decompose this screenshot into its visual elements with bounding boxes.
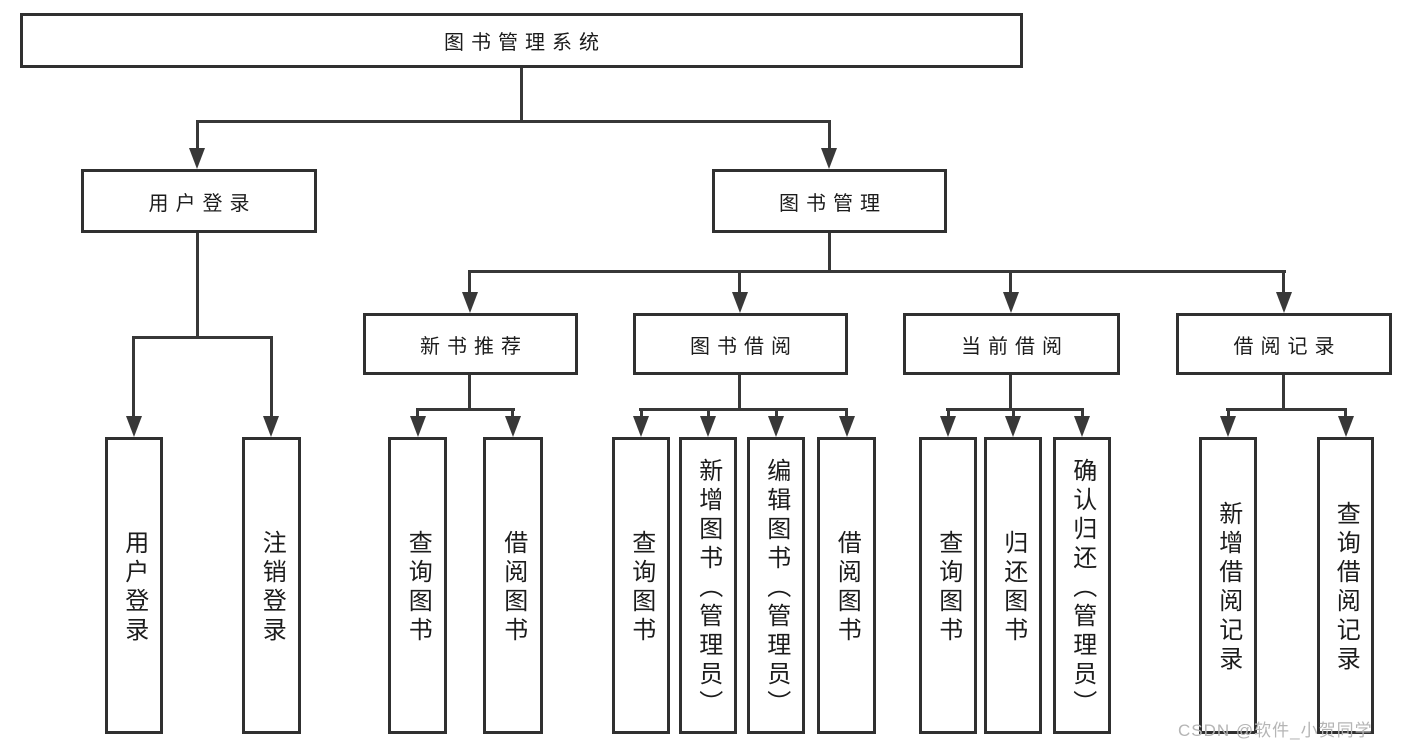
connector-drop-borrow-record [1282,270,1285,294]
node-book-borrow-label: 图书借阅 [690,335,798,358]
connector-borrow-record-branch [1226,408,1347,411]
connector-drop-new-book-rec [468,270,471,294]
arrowhead-cb-return [1005,416,1021,437]
connector-drop-leaf-user-login [132,336,135,418]
leaf-cb-query-book: 查询图书 [919,437,977,734]
arrowhead-book-borrow [732,292,748,313]
connector-level2-branch [196,120,831,123]
leaf-br-query-record-label: 查询借阅记录 [1332,501,1360,675]
connector-book-borrow-branch [639,408,848,411]
connector-book-borrow-stem [738,374,741,408]
leaf-user-login: 用户登录 [105,437,163,734]
leaf-nbr-query-book: 查询图书 [388,437,447,734]
node-new-book-rec: 新书推荐 [363,313,578,375]
connector-borrow-record-stem [1282,374,1285,408]
connector-drop-book-borrow [738,270,741,294]
leaf-bb-add-book-label: 新增图书（管理员） [694,457,722,719]
node-root: 图书管理系统 [20,13,1023,68]
connector-drop-bb-add [707,408,710,418]
arrowhead-current-borrow [1003,292,1019,313]
arrowhead-nbr-query [410,416,426,437]
node-current-borrow: 当前借阅 [903,313,1120,375]
arrowhead-book-mgmt [821,148,837,169]
leaf-nbr-borrow-book: 借阅图书 [483,437,543,734]
connector-drop-bb-query [640,408,643,418]
arrowhead-leaf-logout [263,416,279,437]
leaf-nbr-query-book-label: 查询图书 [404,530,432,646]
connector-drop-bb-edit [775,408,778,418]
leaf-user-login-label: 用户登录 [120,530,148,646]
leaf-bb-query-book-label: 查询图书 [627,530,655,646]
node-new-book-rec-label: 新书推荐 [420,335,528,358]
node-book-mgmt-label: 图书管理 [779,192,887,215]
arrowhead-bb-query [633,416,649,437]
connector-drop-user-login [196,120,199,150]
connector-drop-leaf-logout [270,336,273,418]
connector-book-mgmt-stem [828,232,831,270]
node-borrow-record-label: 借阅记录 [1233,335,1342,358]
connector-current-borrow-stem [1009,374,1012,408]
connector-drop-bb-borrow [845,408,848,418]
leaf-bb-query-book: 查询图书 [612,437,670,734]
node-root-label: 图书管理系统 [444,32,606,54]
connector-new-book-rec-branch [416,408,515,411]
leaf-logout-label: 注销登录 [258,530,286,646]
connector-drop-br-add [1227,408,1230,418]
leaf-cb-return-book: 归还图书 [984,437,1042,734]
leaf-cb-query-book-label: 查询图书 [934,530,962,646]
connector-drop-current-borrow [1009,270,1012,294]
leaf-br-add-record-label: 新增借阅记录 [1214,501,1242,675]
arrowhead-borrow-record [1276,292,1292,313]
node-book-borrow: 图书借阅 [633,313,848,375]
arrowhead-br-add [1220,416,1236,437]
leaf-bb-edit-book-label: 编辑图书（管理员） [762,457,790,719]
leaf-bb-borrow-book-label: 借阅图书 [833,530,861,646]
arrowhead-leaf-user-login [126,416,142,437]
arrowhead-user-login [189,148,205,169]
connector-drop-br-query [1344,408,1347,418]
arrowhead-bb-edit [768,416,784,437]
arrowhead-cb-query [940,416,956,437]
node-current-borrow-label: 当前借阅 [961,335,1069,358]
connector-new-book-rec-stem [468,374,471,408]
arrowhead-bb-borrow [839,416,855,437]
connector-drop-cb-query [947,408,950,418]
connector-drop-nbr-query [416,408,419,418]
connector-drop-cb-return [1012,408,1015,418]
connector-current-borrow-branch [946,408,1084,411]
arrowhead-new-book-rec [462,292,478,313]
leaf-nbr-borrow-book-label: 借阅图书 [499,530,527,646]
arrowhead-br-query [1338,416,1354,437]
leaf-bb-add-book: 新增图书（管理员） [679,437,737,734]
leaf-bb-borrow-book: 借阅图书 [817,437,876,734]
leaf-logout: 注销登录 [242,437,301,734]
arrowhead-nbr-borrow [505,416,521,437]
leaf-cb-return-book-label: 归还图书 [999,530,1027,646]
leaf-cb-confirm-return-label: 确认归还（管理员） [1068,457,1096,719]
leaf-br-add-record: 新增借阅记录 [1199,437,1257,734]
arrowhead-bb-add [700,416,716,437]
node-user-login: 用户登录 [81,169,317,233]
leaf-cb-confirm-return: 确认归还（管理员） [1053,437,1111,734]
arrowhead-cb-confirm [1074,416,1090,437]
connector-drop-nbr-borrow [511,408,514,418]
connector-level3-branch [468,270,1286,273]
connector-drop-book-mgmt [828,120,831,150]
node-user-login-label: 用户登录 [148,192,257,215]
connector-root-stem [520,68,523,120]
connector-user-login-stem [196,232,199,336]
connector-user-login-branch [132,336,273,339]
leaf-bb-edit-book: 编辑图书（管理员） [747,437,805,734]
node-borrow-record: 借阅记录 [1176,313,1392,375]
leaf-br-query-record: 查询借阅记录 [1317,437,1374,734]
node-book-mgmt: 图书管理 [712,169,947,233]
csdn-watermark: CSDN @软件_小贺同学 [1178,721,1373,740]
connector-drop-cb-confirm [1081,408,1084,418]
